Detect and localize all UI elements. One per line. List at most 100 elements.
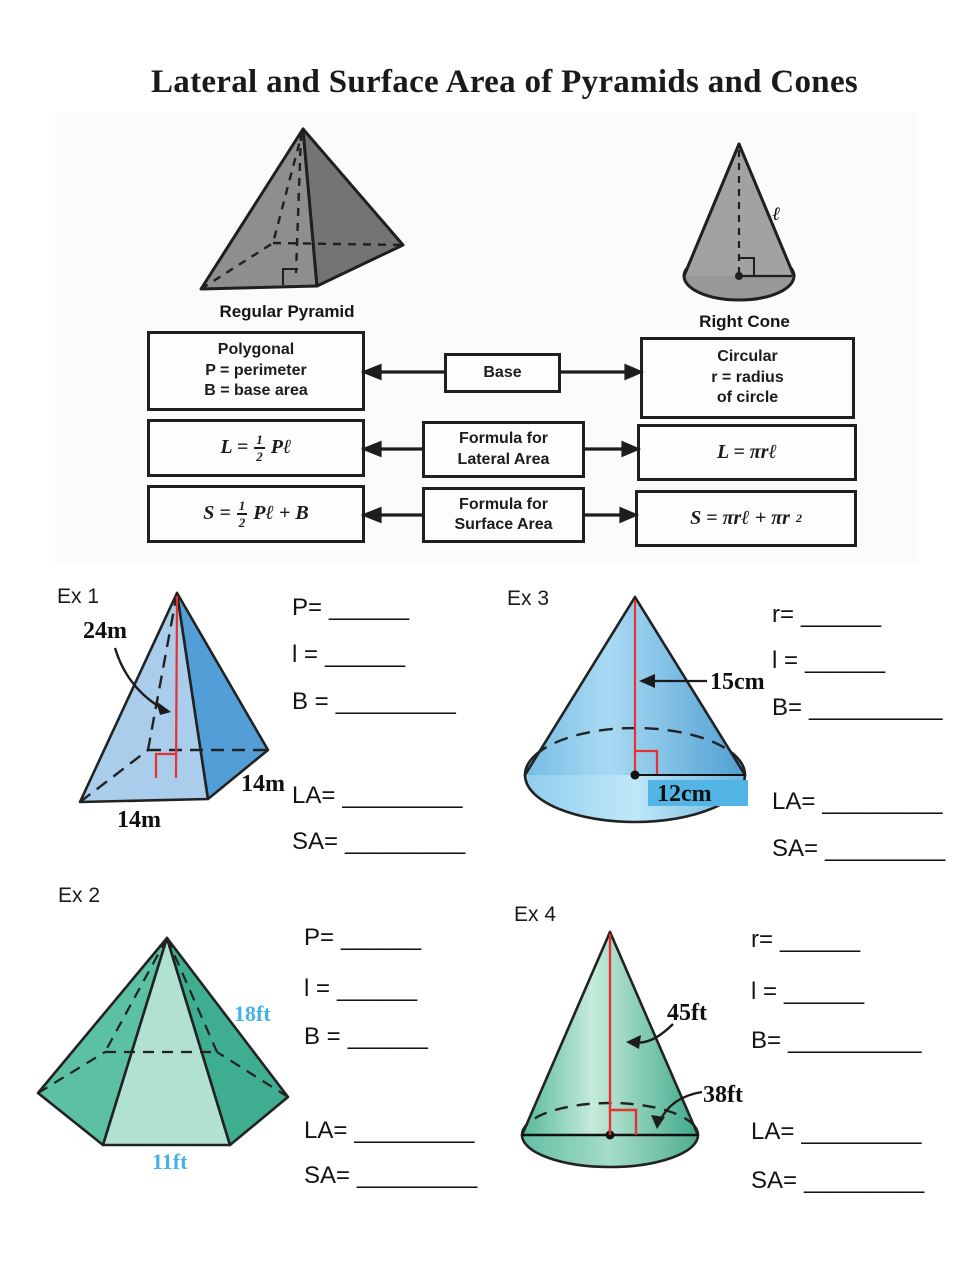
field-label: LA= (772, 788, 816, 815)
field-label: P= (292, 594, 323, 621)
pointer-arrow (113, 647, 164, 711)
base-dim-label: 11ft (152, 1149, 188, 1174)
field-blank: _________ (354, 1117, 475, 1144)
field-row-base-area: B =_________ (292, 688, 456, 716)
field-blank: ______ (780, 926, 861, 953)
cone-edges (523, 595, 747, 777)
field-blank: _________ (335, 688, 456, 715)
box-line: Circular (717, 348, 778, 366)
box-line: of circle (716, 389, 779, 407)
pyramid-right-face (165, 936, 290, 1147)
field-row-base-area: B=__________ (772, 694, 943, 722)
field-label: l = (772, 647, 799, 674)
field-label: l = (304, 975, 331, 1002)
base-right-box: Circular r = radius of circle (640, 337, 855, 419)
field-label: l = (751, 978, 778, 1005)
pyramid-right-face (301, 127, 405, 288)
example-2-fields: P=______ l =______ B =______ LA=________… (304, 924, 514, 1214)
example-2-label: Ex 2 (58, 884, 101, 907)
formula-part: Pℓ + B (253, 502, 309, 525)
field-blank: ______ (337, 975, 418, 1002)
cone-edges (520, 930, 700, 1137)
reference-pyramid-label: Regular Pyramid (219, 302, 355, 321)
example-3-label: Ex 3 (507, 587, 550, 610)
field-label: SA= (292, 828, 339, 855)
right-angle-mark (610, 1108, 638, 1135)
field-blank: _________ (825, 835, 946, 862)
radius-dim-label: 12cm (657, 781, 712, 807)
field-row-lateral-area: LA=_________ (292, 782, 463, 810)
radius-label-highlight (648, 780, 748, 806)
box-line: Lateral Area (457, 450, 550, 468)
field-blank: ______ (801, 601, 882, 628)
field-row-surface-area: SA=_________ (772, 835, 945, 863)
field-row-surface-area: SA=_________ (292, 828, 465, 856)
field-row-slant: l =______ (772, 647, 885, 675)
field-label: LA= (304, 1117, 348, 1144)
arrowhead (626, 1035, 641, 1049)
arrowhead (639, 674, 655, 688)
surface-center-box: Formula for Surface Area (422, 487, 585, 543)
center-dot (735, 272, 743, 280)
box-line: Polygonal (217, 341, 295, 359)
field-blank: _________ (342, 782, 463, 809)
lateral-center-box: Formula for Lateral Area (422, 421, 585, 478)
side-dim-label: 14m (241, 771, 285, 797)
lateral-area-pyramid-formula: L = 1 2 Pℓ (220, 433, 291, 463)
field-blank: __________ (788, 1027, 922, 1054)
field-blank: ______ (805, 647, 886, 674)
reference-pyramid-figure (199, 127, 405, 291)
arrowhead (156, 701, 171, 715)
reference-cone-label: Right Cone (699, 312, 790, 331)
example-4-fields: r=______ l =______ B=__________ LA=_____… (751, 926, 961, 1216)
fraction-denominator: 2 (238, 514, 246, 530)
formula-exponent: 2 (795, 510, 802, 525)
field-label: P= (304, 924, 335, 951)
field-row-perimeter: P=______ (292, 594, 409, 622)
lateral-left-box: L = 1 2 Pℓ (147, 419, 365, 477)
box-line: B = base area (204, 382, 308, 400)
example-2-pyramid-figure: 18ft 11ft (36, 936, 290, 1174)
field-label: B= (772, 694, 803, 721)
field-blank: ______ (325, 641, 406, 668)
box-line: Formula for (459, 495, 548, 513)
box-line: P = perimeter (205, 361, 307, 379)
box-line: Surface Area (454, 516, 553, 533)
example-3-fields: r=______ l =______ B=__________ LA=_____… (772, 601, 979, 891)
field-blank: ______ (329, 594, 410, 621)
field-blank: _________ (804, 1167, 925, 1194)
surface-left-box: S = 1 2 Pℓ + B (147, 485, 365, 543)
formula-part: S = (203, 502, 231, 525)
height-dim-label: 15cm (710, 669, 765, 695)
example-1-fields: P=______ l =______ B =_________ LA=_____… (292, 594, 502, 884)
fraction: 1 2 (254, 433, 265, 463)
right-angle-mark (739, 257, 755, 276)
field-row-radius: r=______ (751, 926, 860, 954)
page-title: Lateral and Surface Area of Pyramids and… (150, 64, 859, 100)
field-label: B= (751, 1027, 782, 1054)
formula-part: L = (220, 436, 249, 459)
pyramid-hidden-edges (37, 937, 289, 1098)
box-line: Base (483, 363, 522, 381)
field-blank: _________ (801, 1118, 922, 1145)
field-row-slant: l =______ (304, 975, 417, 1003)
field-label: SA= (304, 1162, 351, 1189)
field-row-base-area: B =______ (304, 1023, 428, 1051)
lateral-right-box: L = πrℓ (637, 424, 857, 481)
slant-dim-label: 18ft (234, 1001, 271, 1026)
reference-cone-figure: ℓ (682, 142, 796, 302)
field-blank: _________ (345, 828, 466, 855)
example-4-label: Ex 4 (514, 903, 557, 926)
fraction-denominator: 2 (256, 448, 263, 464)
field-blank: __________ (809, 694, 943, 721)
field-row-lateral-area: LA=_________ (751, 1118, 922, 1146)
field-row-lateral-area: LA=_________ (772, 788, 943, 816)
field-row-slant: l =______ (751, 978, 864, 1006)
field-label: B = (304, 1023, 341, 1050)
right-angle-mark (635, 749, 659, 775)
fraction: 1 2 (236, 499, 248, 530)
field-row-surface-area: SA=_________ (751, 1167, 924, 1195)
surface-area-pyramid-formula: S = 1 2 Pℓ + B (203, 499, 309, 529)
